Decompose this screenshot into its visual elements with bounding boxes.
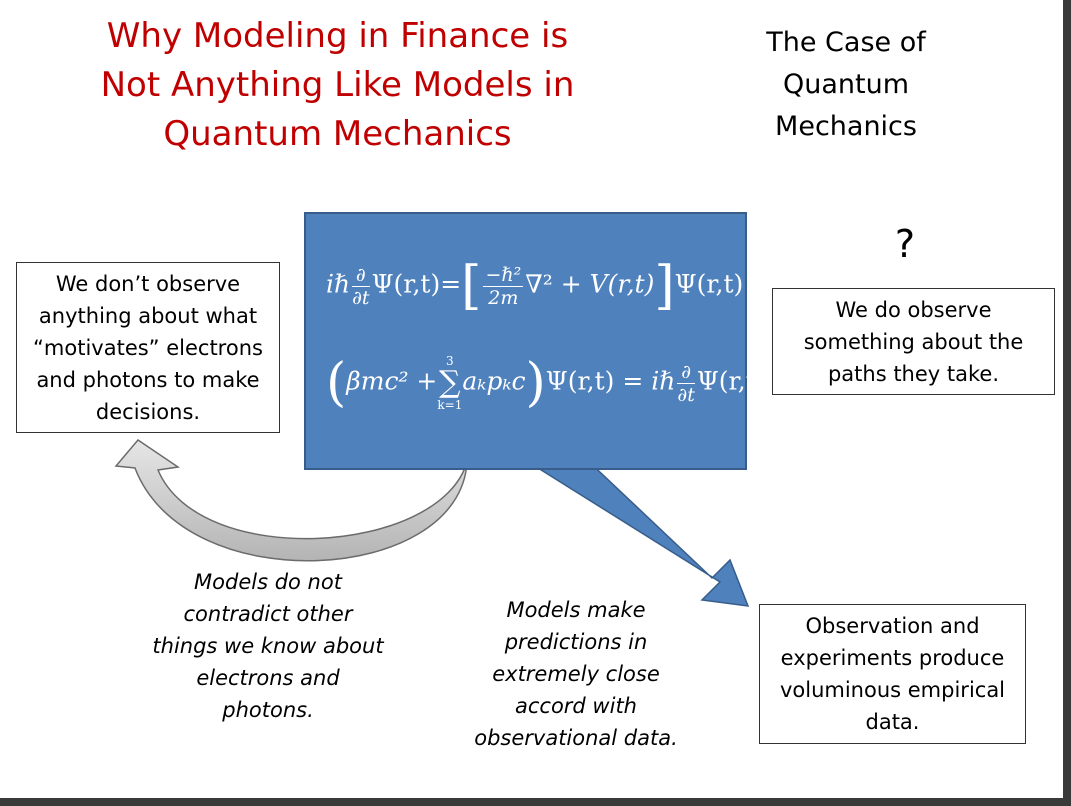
- subtitle-line-1: The Case of: [766, 27, 926, 58]
- note-line: things we know about: [152, 634, 384, 658]
- note-line: contradict other: [183, 602, 353, 626]
- data-box-line: Observation and: [805, 614, 980, 638]
- right-bracket: ]: [654, 256, 675, 316]
- right-observation-box: We do observe something about the paths …: [772, 288, 1055, 395]
- title-line-2: Not Anything Like Models in: [100, 65, 575, 105]
- partial-symbol: ∂: [677, 361, 695, 384]
- data-box-line: experiments produce: [780, 646, 1005, 670]
- note-line: electrons and: [196, 666, 340, 690]
- sigma-symbol: ∑: [439, 365, 461, 400]
- partial-derivative-fraction: ∂∂t: [677, 361, 695, 406]
- data-box-line: voluminous empirical: [779, 678, 1006, 702]
- left-box-line: decisions.: [95, 399, 201, 424]
- right-box-line: paths they take.: [827, 361, 1000, 386]
- title-line-1: Why Modeling in Finance is: [106, 16, 569, 56]
- data-box-line: data.: [865, 710, 920, 734]
- potential-term: + V(r,t): [560, 269, 655, 299]
- models-prediction-note: Models make predictions in extremely clo…: [440, 594, 712, 754]
- left-box-line: We don’t observe: [55, 271, 241, 296]
- psi-function-rhs: Ψ(r,t): [674, 269, 744, 299]
- left-bracket: [: [461, 256, 482, 316]
- sum-upper-limit: 3: [446, 354, 454, 368]
- left-box-line: anything about what: [38, 303, 258, 328]
- note-line: observational data.: [474, 726, 678, 750]
- equals-sign: =: [440, 269, 462, 299]
- question-mark: ?: [894, 222, 916, 266]
- partial-t: ∂t: [677, 383, 695, 406]
- slide-subtitle: The Case of Quantum Mechanics: [715, 22, 977, 148]
- alpha-p-c-term: aₖpₖc: [462, 366, 526, 396]
- note-line: accord with: [514, 694, 637, 718]
- i-hbar: iℏ: [326, 269, 351, 299]
- left-box-line: and photons to make: [36, 367, 260, 392]
- left-box-line: “motivates” electrons: [33, 335, 263, 360]
- right-box-line: We do observe: [835, 297, 992, 322]
- laplacian: ∇²: [525, 269, 553, 299]
- psi-function: Ψ(r,t): [545, 366, 615, 396]
- summation: 3∑k=1: [437, 354, 462, 412]
- note-line: extremely close: [492, 662, 660, 686]
- sum-lower-limit: k=1: [437, 398, 463, 412]
- note-line: predictions in: [504, 630, 648, 654]
- empirical-data-box: Observation and experiments produce volu…: [759, 604, 1026, 744]
- note-line: Models make: [506, 598, 646, 622]
- psi-function-rhs: Ψ(r,t): [696, 366, 766, 396]
- subtitle-line-3: Mechanics: [775, 111, 917, 142]
- note-line: photons.: [222, 698, 314, 722]
- psi-function: Ψ(r,t): [371, 269, 441, 299]
- left-paren: (: [326, 353, 347, 413]
- two-m: 2m: [488, 286, 519, 309]
- partial-symbol: ∂: [352, 264, 370, 287]
- slide-title: Why Modeling in Finance is Not Anything …: [60, 12, 615, 159]
- subtitle-line-2: Quantum: [782, 69, 910, 100]
- title-line-3: Quantum Mechanics: [163, 114, 512, 154]
- partial-t: ∂t: [352, 286, 370, 309]
- models-consistency-note: Models do not contradict other things we…: [128, 566, 408, 726]
- equals-i-hbar: = iℏ: [622, 366, 676, 396]
- right-paren: ): [525, 353, 546, 413]
- curved-arrow-to-left-box: [114, 439, 468, 562]
- minus-hbar-squared: −ℏ²: [483, 263, 524, 287]
- note-line: Models do not: [194, 570, 342, 594]
- right-box-line: something about the: [803, 329, 1024, 354]
- left-observation-box: We don’t observe anything about what “mo…: [16, 262, 280, 433]
- partial-derivative-fraction: ∂∂t: [352, 264, 370, 309]
- beta-mc-term: βmc² +: [346, 366, 438, 396]
